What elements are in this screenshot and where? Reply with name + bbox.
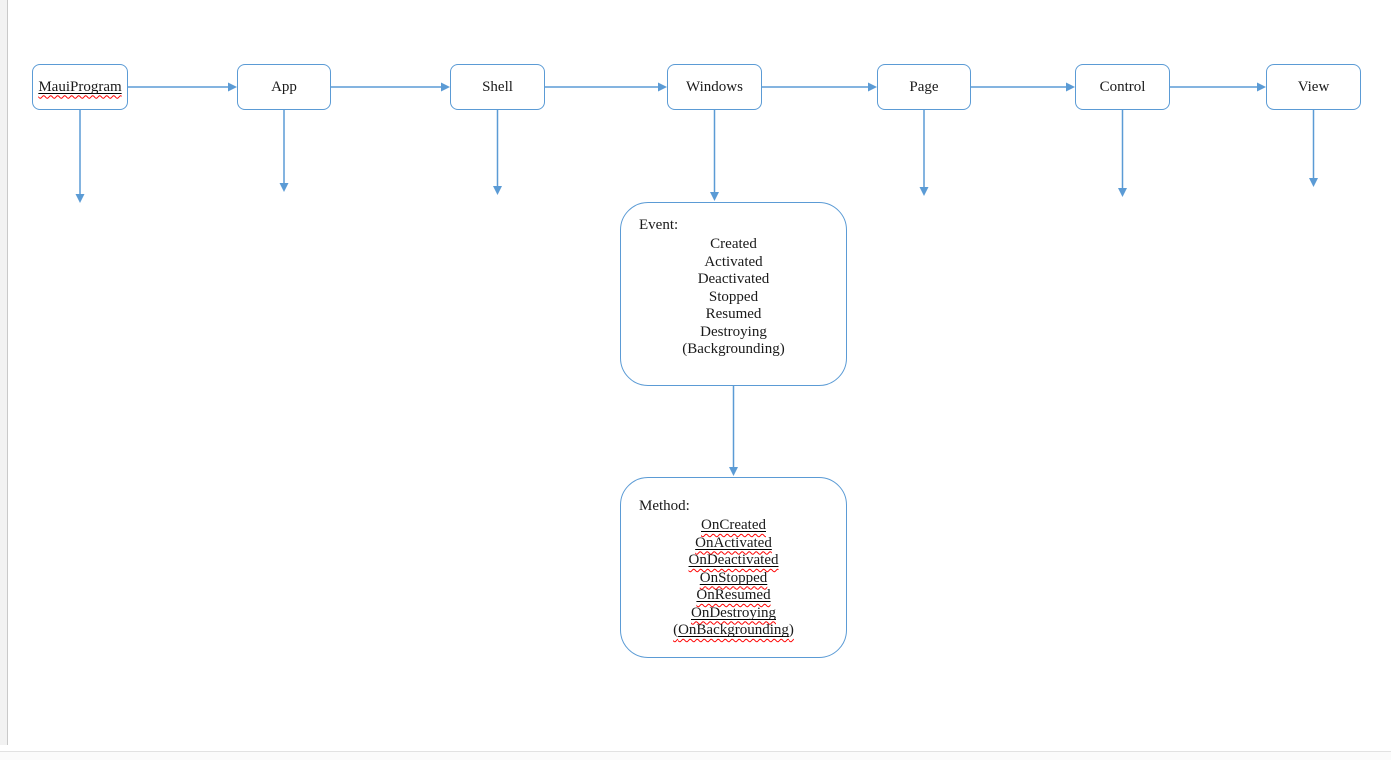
method-box-title: Method: [639,498,690,514]
node-control[interactable]: Control [1075,64,1170,110]
event-item: Deactivated [697,271,770,287]
method-item: OnStopped [621,570,846,588]
node-page[interactable]: Page [877,64,971,110]
node-app[interactable]: App [237,64,331,110]
event-item: Stopped [708,288,759,305]
event-item: Activated [704,253,763,270]
arrow-shell-to-windows[interactable] [545,82,667,92]
node-label: View [1297,78,1330,95]
method-box[interactable]: Method: OnCreated OnActivated OnDeactiva… [620,477,847,658]
method-item: OnDestroying [621,605,846,623]
node-label: App [271,78,297,95]
event-box[interactable]: Event: Created Activated Deactivated Sto… [620,202,847,386]
method-item: (OnBackgrounding) [621,622,846,640]
node-view[interactable]: View [1266,64,1361,110]
spellcheck-squiggle: MauiProgram [38,79,121,96]
spellcheck-squiggle: OnStopped [699,569,768,586]
arrow-down-app[interactable] [279,110,289,192]
spellcheck-squiggle: OnCreated [701,517,766,533]
event-list: Created Activated Deactivated Stopped Re… [621,236,846,359]
event-box-title: Event: [639,217,679,233]
arrow-down-mauiprogram[interactable] [75,110,85,203]
page-bottom-edge [0,751,1391,760]
spellcheck-squiggle: (OnBackgrounding) [673,622,794,638]
event-item: (Backgrounding) [682,341,785,357]
node-label: Shell [482,78,513,95]
page-left-edge [0,0,8,745]
arrow-app-to-shell[interactable] [331,82,450,92]
arrow-down-page[interactable] [919,110,929,196]
arrow-control-to-view[interactable] [1170,82,1266,92]
arrow-windows-to-event-box[interactable] [710,110,719,201]
method-item: OnDeactivated [621,552,846,570]
node-mauiprogram[interactable]: MauiProgram [32,64,128,110]
node-label: Windows [686,78,743,95]
arrow-down-shell[interactable] [493,110,502,195]
arrow-down-control[interactable] [1118,110,1127,197]
node-shell[interactable]: Shell [450,64,545,110]
node-label: MauiProgram [38,78,122,95]
arrow-down-view[interactable] [1309,110,1318,187]
spellcheck-squiggle: OnResumed [696,587,771,603]
method-list: OnCreated OnActivated OnDeactivated OnSt… [621,517,846,640]
node-label: Control [1099,78,1146,95]
arrow-mauiprogram-to-app[interactable] [128,82,237,92]
spellcheck-squiggle: OnDestroying [691,604,776,621]
method-item: OnResumed [621,587,846,605]
spellcheck-squiggle: OnActivated [695,534,772,551]
method-item: OnActivated [621,535,846,553]
event-item: Resumed [705,306,762,322]
spellcheck-squiggle: OnDeactivated [688,552,779,568]
node-windows[interactable]: Windows [667,64,762,110]
node-label: Page [909,78,939,95]
event-item: Destroying [700,323,767,340]
event-item: Created [710,236,757,252]
arrow-page-to-control[interactable] [971,82,1075,92]
arrow-event-to-method-box[interactable] [729,386,738,476]
arrow-windows-to-page[interactable] [762,82,877,92]
method-item: OnCreated [621,517,846,535]
